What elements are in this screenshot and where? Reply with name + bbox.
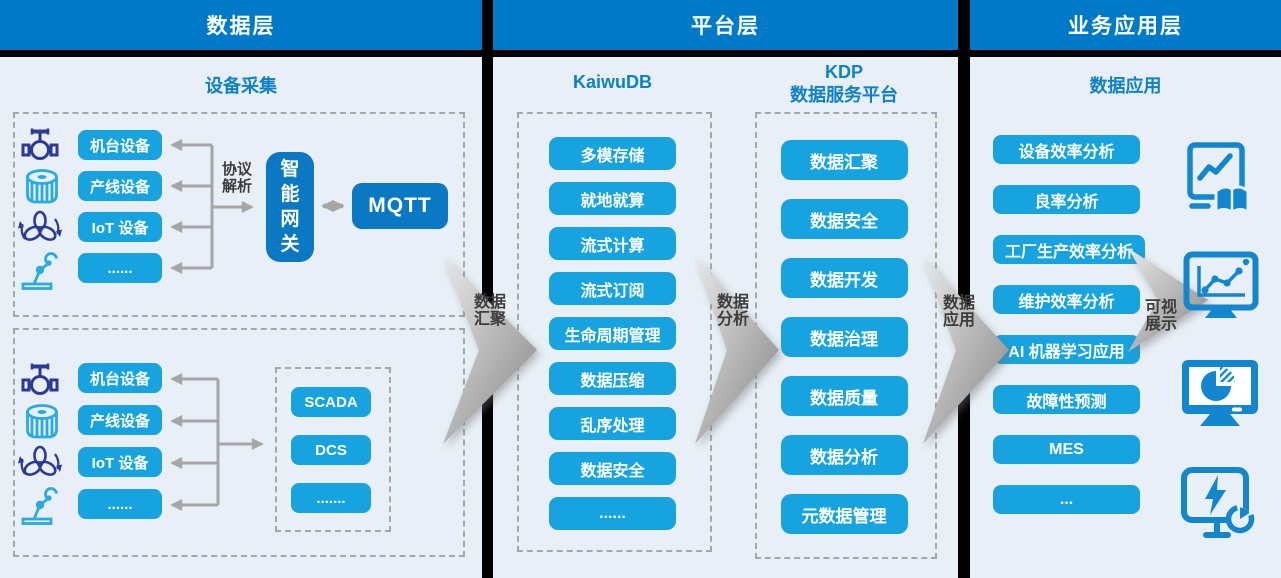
- layer-header-business: 业务应用层: [970, 0, 1281, 50]
- mqtt-node: MQTT: [352, 183, 448, 229]
- device-node: IoT 设备: [78, 447, 162, 477]
- kaiwudb-capability-node: 乱序处理: [549, 407, 676, 440]
- application-node: 维护效率分析: [993, 285, 1140, 314]
- kdp-capability-node: 数据开发: [780, 258, 908, 298]
- kaiwudb-capability-node: 数据压缩: [549, 362, 676, 395]
- section-title-kdp: KDP 数据服务平台: [790, 62, 898, 105]
- device-node: 机台设备: [78, 130, 162, 160]
- scada-dcs-box: [275, 367, 391, 532]
- system-node: DCS: [291, 435, 371, 465]
- system-node: SCADA: [291, 387, 371, 417]
- device-node: 产线设备: [78, 405, 162, 435]
- kdp-capability-node: 数据治理: [780, 317, 908, 357]
- device-node: 机台设备: [78, 363, 162, 393]
- layer-header-platform: 平台层: [493, 0, 958, 50]
- device-node: ......: [78, 489, 162, 519]
- kaiwudb-capability-node: 流式订阅: [549, 272, 676, 305]
- application-node: 故障性预测: [993, 385, 1140, 414]
- application-node: AI 机器学习应用: [993, 335, 1140, 364]
- application-node: 设备效率分析: [993, 135, 1140, 164]
- flow-label-apply: 数据 应用: [942, 295, 975, 330]
- kdp-capability-node: 元数据管理: [780, 494, 908, 534]
- device-group-top-box: [13, 112, 465, 317]
- device-node: 产线设备: [78, 171, 162, 201]
- kaiwudb-capability-node: 流式计算: [549, 227, 676, 260]
- kaiwudb-capability-node: 多模存储: [549, 137, 676, 170]
- kdp-capability-node: 数据质量: [780, 376, 908, 416]
- smart-gateway-node: 智能网关: [266, 152, 314, 262]
- layer-header-data: 数据层: [0, 0, 482, 50]
- section-title-data-application: 数据应用: [1089, 76, 1162, 96]
- device-list-top: 机台设备产线设备 IoT 设备......: [78, 130, 162, 283]
- system-list: SCADA DCS.......: [275, 387, 387, 513]
- kaiwudb-capability-node: ......: [549, 497, 676, 530]
- system-node: .......: [291, 483, 371, 513]
- kdp-capability-node: 数据汇聚: [780, 140, 908, 180]
- device-node: ......: [78, 253, 162, 283]
- application-list: 设备效率分析良率分析工厂生产效率分析维护效率分析 AI 机器学习应用故障性预测 ME…: [993, 135, 1146, 514]
- kaiwudb-capability-node: 就地就算: [549, 182, 676, 215]
- section-title-kaiwudb: KaiwuDB: [572, 72, 652, 92]
- kdp-capability-node: 数据分析: [780, 435, 908, 475]
- flow-label-visualize: 可视 展示: [1144, 299, 1177, 334]
- device-list-bottom: 机台设备产线设备 IoT 设备......: [78, 363, 162, 519]
- application-node: 良率分析: [993, 185, 1140, 214]
- kaiwudb-capability-node: 生命周期管理: [549, 317, 676, 350]
- application-node: 工厂生产效率分析: [993, 235, 1146, 264]
- device-node: IoT 设备: [78, 212, 162, 242]
- application-node: MES: [993, 435, 1140, 464]
- kaiwudb-capability-node: 数据安全: [549, 452, 676, 485]
- kdp-capability-node: 数据安全: [780, 199, 908, 239]
- flow-label-aggregate: 数据 汇聚: [473, 294, 506, 329]
- flow-label-analyze: 数据 分析: [716, 294, 749, 329]
- kaiwudb-capability-list: 多模存储就地就算流式计算流式订阅生命周期管理数据压缩乱序处理数据安全......: [517, 137, 708, 530]
- protocol-parse-label: 协议 解析: [222, 161, 253, 196]
- section-title-device-collection: 设备采集: [205, 76, 277, 96]
- kdp-capability-list: 数据汇聚数据安全数据开发数据治理数据质量数据分析元数据管理: [755, 140, 933, 534]
- smart-gateway-label: 智能网关: [280, 159, 300, 255]
- application-node: ...: [993, 485, 1140, 514]
